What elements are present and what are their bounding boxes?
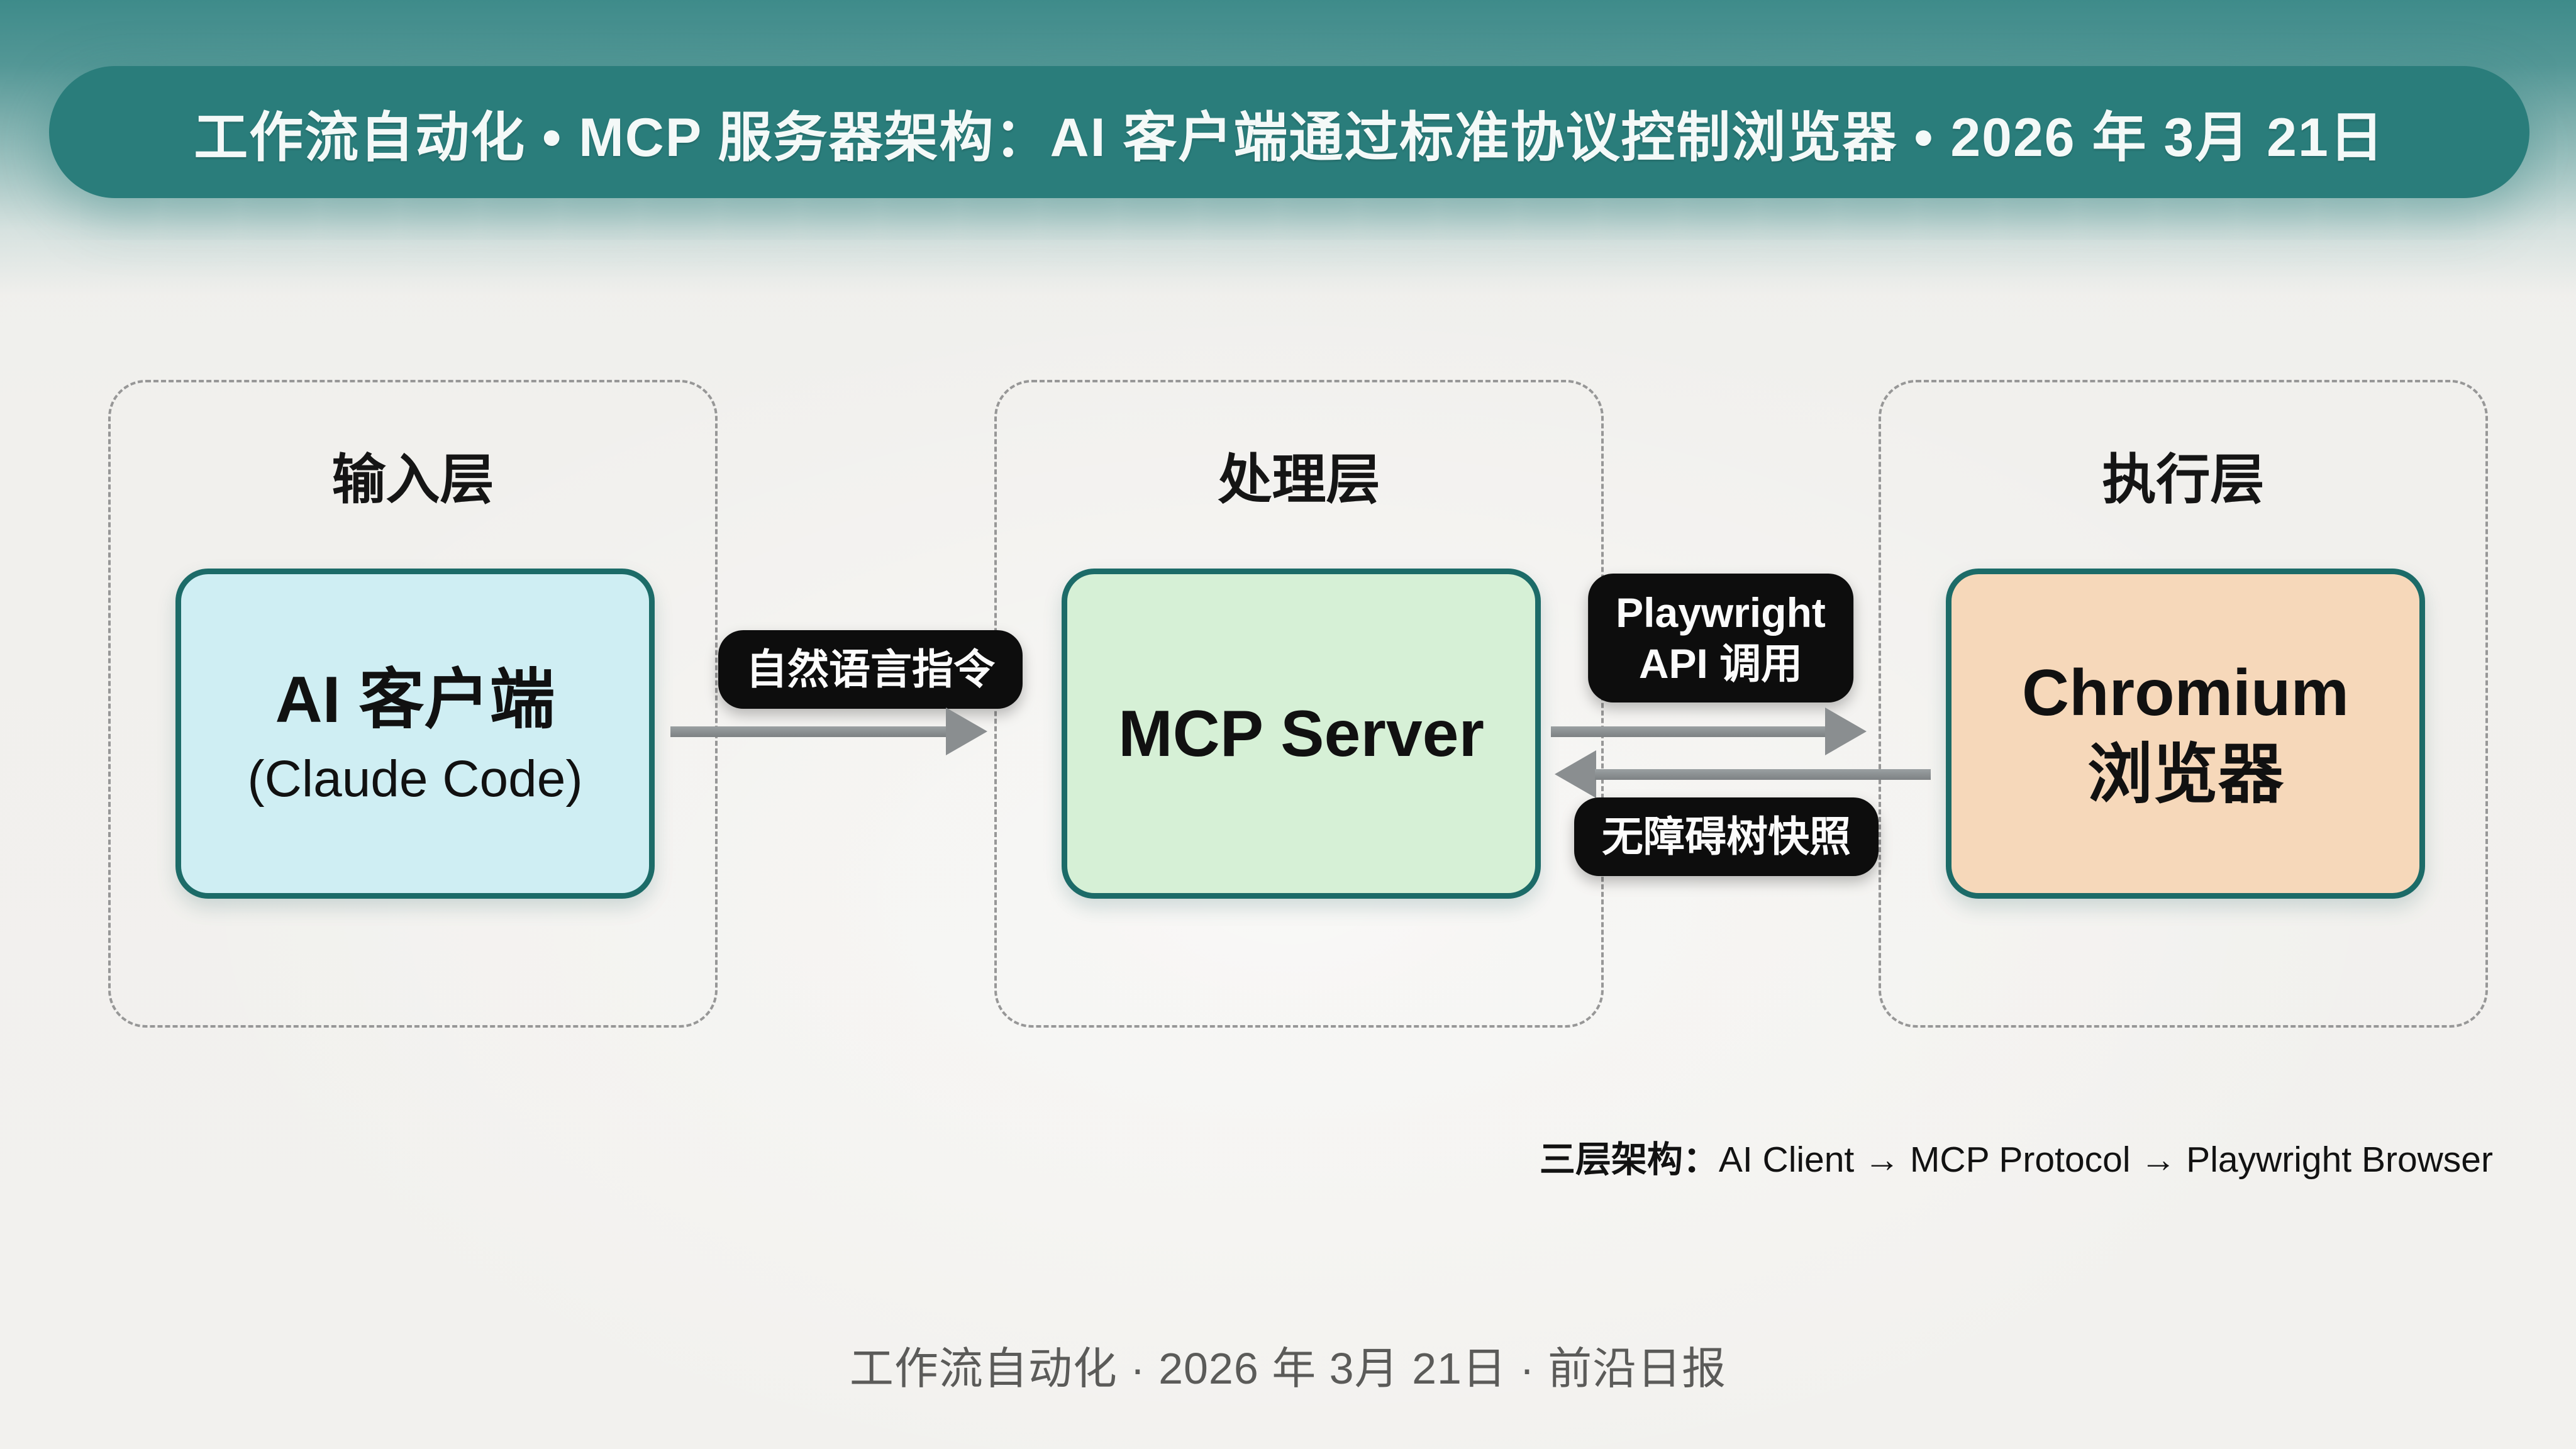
header-title: 工作流自动化 • MCP 服务器架构：AI 客户端通过标准协议控制浏览器 • 2… <box>194 107 2385 168</box>
layer-container-input: 输入层 AI 客户端 (Claude Code) <box>108 380 718 1028</box>
arrow-right-head-icon <box>1825 708 1867 755</box>
layer-container-process: 处理层 MCP Server <box>994 380 1604 1028</box>
arrow-label-accessibility-snapshot: 无障碍树快照 <box>1574 797 1879 876</box>
summary-text: AI Client → MCP Protocol → Playwright Br… <box>1718 1140 2493 1180</box>
layer-label-process: 处理层 <box>1218 450 1380 510</box>
node-chromium-browser: Chromium 浏览器 <box>1946 569 2425 899</box>
node-chromium-browser-title: Chromium 浏览器 <box>2022 652 2349 816</box>
arrow-natural-language-shaft <box>670 726 947 737</box>
node-mcp-server-title: MCP Server <box>1118 697 1484 770</box>
summary-prefix: 三层架构： <box>1539 1140 1719 1180</box>
arrow-label-playwright-line2: API 调用 <box>1638 640 1803 687</box>
arrow-label-playwright-line1: Playwright <box>1616 589 1826 636</box>
layer-label-input: 输入层 <box>331 450 494 510</box>
node-chromium-line2: 浏览器 <box>2087 738 2284 811</box>
node-mcp-server: MCP Server <box>1062 569 1541 899</box>
header-banner: 工作流自动化 • MCP 服务器架构：AI 客户端通过标准协议控制浏览器 • 2… <box>49 66 2529 198</box>
arrow-label-natural-language: 自然语言指令 <box>718 630 1023 709</box>
summary-line: 三层架构：AI Client → MCP Protocol → Playwrig… <box>1540 1131 2493 1182</box>
node-ai-client-subtitle: (Claude Code) <box>247 750 583 808</box>
footer-caption: 工作流自动化 · 2026 年 3月 21日 · 前沿日报 <box>849 1344 1727 1393</box>
node-ai-client: AI 客户端 (Claude Code) <box>175 569 655 899</box>
arrow-label-playwright-api: Playwright API 调用 <box>1588 574 1853 703</box>
arrow-accessibility-snapshot-shaft <box>1595 769 1931 780</box>
node-chromium-line1: Chromium <box>2022 656 2349 730</box>
node-ai-client-title: AI 客户端 <box>275 663 555 736</box>
arrow-left-head-icon <box>1555 750 1596 798</box>
arrow-playwright-api-shaft <box>1551 726 1826 737</box>
arrow-right-head-icon <box>946 708 987 755</box>
layer-container-execute: 执行层 Chromium 浏览器 <box>1879 380 2488 1028</box>
layer-label-execute: 执行层 <box>2102 450 2265 510</box>
